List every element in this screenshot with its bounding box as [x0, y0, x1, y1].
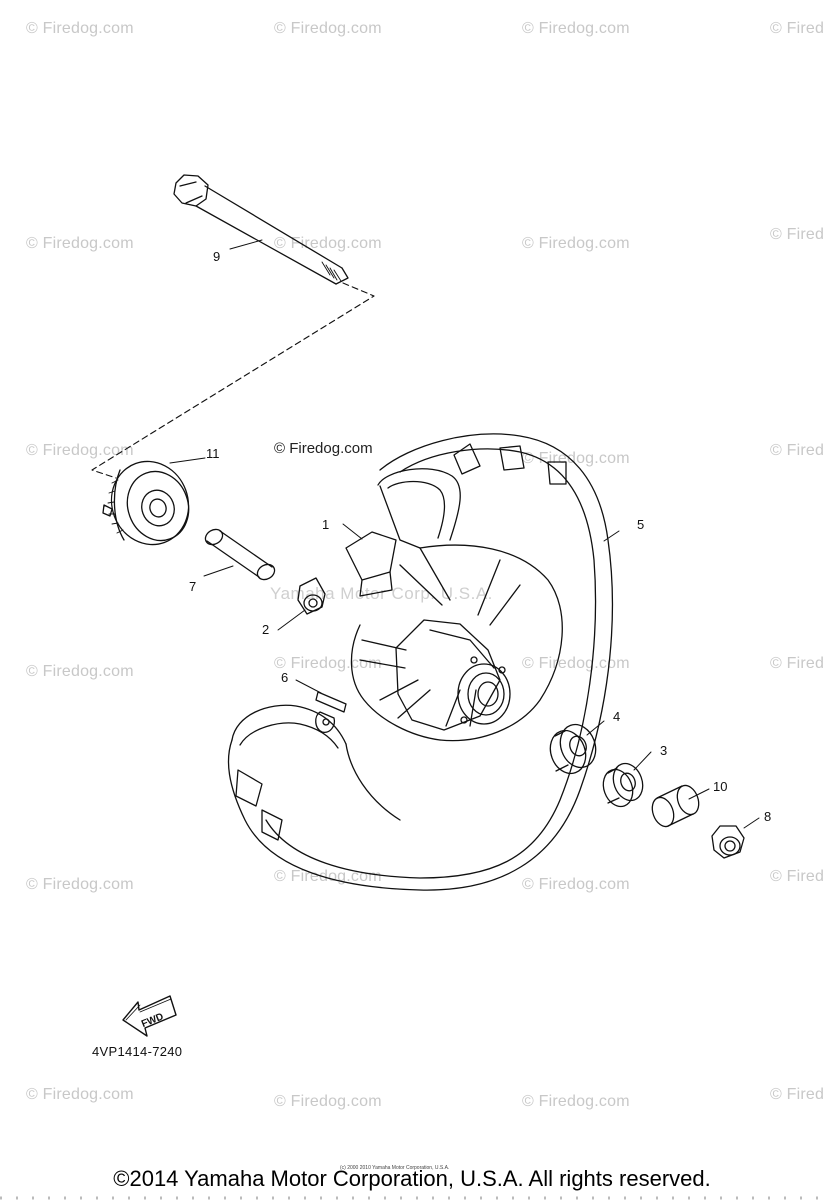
collar-10: [651, 784, 700, 828]
watermark: © Firedog.com: [274, 868, 382, 885]
valve-6: [315, 691, 347, 733]
leader-lines: [169, 239, 760, 829]
watermark: © Firedog.com: [522, 235, 630, 252]
callout-3: 3: [660, 743, 668, 758]
copyright-fineprint: (c) 2000 2010 Yamaha Motor Corporation, …: [340, 1165, 450, 1171]
watermark: © Firedog.com: [274, 655, 382, 672]
watermark: © Firedog.com: [26, 876, 134, 893]
watermark: © Firedog.com: [274, 20, 382, 37]
watermark: © Firedog.com: [522, 1093, 630, 1110]
watermark: © Firedog.com: [770, 868, 824, 885]
callout-4: 4: [613, 709, 621, 724]
nut-8: [711, 825, 745, 859]
watermark: © Firedog.com: [274, 235, 382, 252]
diagram-part-code: 4VP1414-7240: [92, 1044, 183, 1059]
watermark: © Firedog.com: [26, 20, 134, 37]
watermark: © Firedog.com: [522, 655, 630, 672]
fwd-label: FWD: [140, 1011, 165, 1030]
callout-10: 10: [713, 779, 728, 794]
bearing-4: [549, 723, 597, 775]
callout-2: 2: [262, 622, 270, 637]
bearing-3: [602, 762, 644, 808]
axle-bolt-9: [173, 174, 349, 285]
watermark: © Firedog.com: [770, 1086, 824, 1103]
callout-1: 1: [322, 517, 330, 532]
collar-7: [204, 528, 276, 581]
collar-2: [297, 577, 326, 615]
tire-5: [227, 433, 614, 891]
speedometer-gear-11: [102, 460, 190, 546]
callout-6: 6: [281, 670, 289, 685]
watermark: © Firedog.com: [26, 1086, 134, 1103]
watermark: © Firedog.com: [274, 1093, 382, 1110]
copyright-notice: ©2014 Yamaha Motor Corporation, U.S.A. A…: [113, 1166, 711, 1191]
callout-9: 9: [213, 249, 221, 264]
watermark: © Firedog.com: [522, 20, 630, 37]
watermark: © Firedog.com: [522, 876, 630, 893]
watermark: © Firedog.com: [770, 655, 824, 672]
callout-11: 11: [206, 446, 220, 461]
callout-5: 5: [637, 517, 645, 532]
callout-7: 7: [189, 579, 197, 594]
watermark-yamaha: Yamaha Motor Corp. U.S.A.: [270, 584, 493, 603]
watermark: © Firedog.com: [770, 442, 824, 459]
watermark: © Firedog.com: [522, 450, 630, 467]
fwd-arrow-icon: FWD: [122, 995, 177, 1037]
cast-wheel-1: [231, 468, 563, 821]
firedog-label: © Firedog.com: [274, 440, 373, 457]
watermark: © Firedog.com: [26, 663, 134, 680]
watermark: © Firedog.com: [26, 235, 134, 252]
watermark: © Firedog.com: [26, 442, 134, 459]
watermark: © Firedog.com: [770, 20, 824, 37]
watermark: © Firedog.com: [770, 226, 824, 243]
bottom-edge-strip: [0, 1196, 824, 1200]
callout-8: 8: [764, 809, 772, 824]
